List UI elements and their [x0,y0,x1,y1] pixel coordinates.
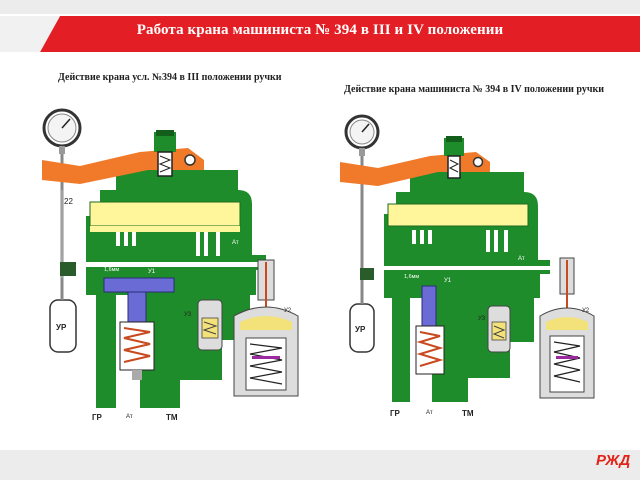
y1-label: У1 [148,269,156,275]
main-reservoir-label: ГР [390,409,401,418]
upper-chamber [387,203,529,227]
at-top-label: Ат [518,256,525,262]
right-diagram-caption: Действие крана машиниста № 394 в IV поло… [344,84,604,95]
reservoir-label: УР [355,325,366,334]
y1-label: У1 [444,278,452,284]
main-reservoir-label: ГР [92,413,103,422]
brake-line-label: ТМ [462,409,474,418]
page-title: Работа крана машиниста № 394 в III и IV … [136,22,504,38]
valve-y2: У2 [233,259,299,397]
upper-chamber [89,201,241,227]
left-diagram-caption: Действие крана усл. №394 в III положении… [58,72,282,83]
diameter-label: 1,6мм [104,267,119,273]
header-bar [0,0,640,52]
y2-label: У2 [284,308,292,314]
atmosphere-label: Ат [126,414,133,420]
right-valve-diagram: УР Ат 1,6мм У1 [340,114,595,418]
valve-y3: У3 [478,305,511,353]
pressure-gauge-icon [344,114,380,156]
diameter-label: 1,6мм [404,274,419,280]
valve-y2: У2 [539,257,595,399]
y3-label: У3 [478,316,486,322]
reservoir-label: УР [56,323,67,332]
brake-line-label: ТМ [166,413,178,422]
logo: РЖД [596,452,631,469]
footer-bar [0,450,640,480]
at-top-label: Ат [232,240,239,246]
valve-number-label: 22 [64,197,73,206]
left-valve-diagram: УР 22 Ат 1,6мм У1 [42,108,299,422]
y3-label: У3 [184,312,192,318]
atmosphere-label: Ат [426,410,433,416]
valve-y3: У3 [184,299,223,351]
piston-icon [421,285,437,327]
piston-icon [103,277,175,293]
y2-label: У2 [582,308,590,314]
pressure-gauge-icon [42,108,82,154]
